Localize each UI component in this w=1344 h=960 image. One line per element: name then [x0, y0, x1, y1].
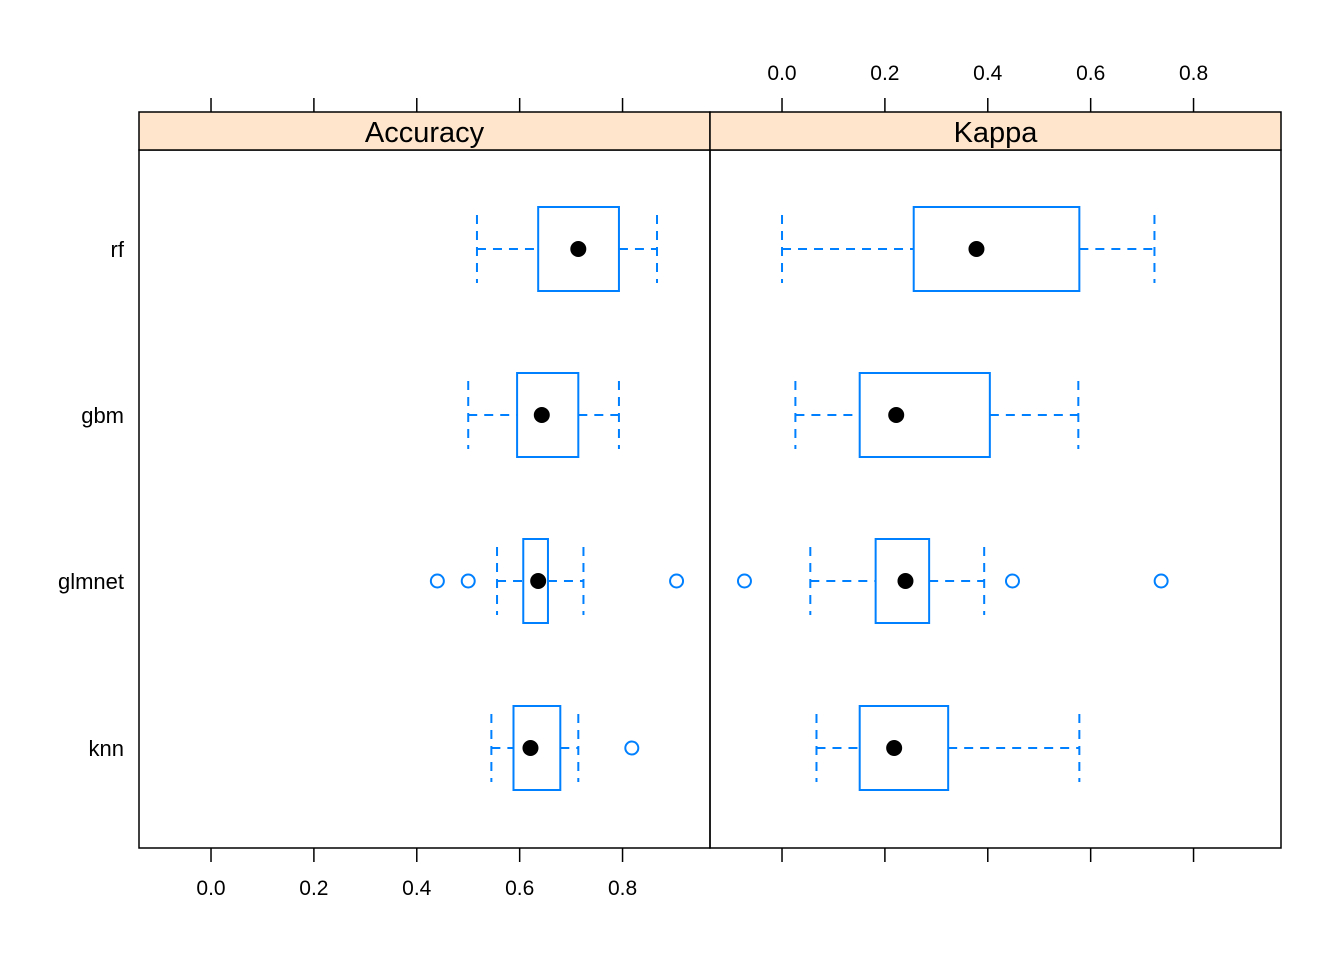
category-label: rf	[111, 237, 125, 262]
panel-frames	[138, 149, 1282, 849]
outlier-point	[429, 573, 445, 589]
tick-label: 0.2	[870, 62, 899, 85]
tick-label: 0.8	[1179, 62, 1208, 85]
tick-label: 0.0	[196, 877, 225, 900]
iqr-box	[858, 705, 950, 791]
box-gbm-kappa	[794, 372, 1080, 458]
median-dot	[570, 241, 587, 257]
box-glmnet-kappa	[736, 538, 1169, 624]
outlier-point	[1004, 573, 1020, 589]
box-marks	[429, 206, 1169, 791]
median-dot	[968, 241, 985, 257]
axes: 0.0 0.2 0.4 0.6 0.8 0.0 0.2 0.4 0.6 0.8	[196, 62, 1208, 900]
tick-label: 0.2	[299, 877, 328, 900]
category-labels: rf gbm glmnet knn	[58, 237, 125, 761]
box-knn-accuracy	[490, 705, 640, 791]
outlier-point	[624, 740, 640, 756]
tick-label: 0.0	[767, 62, 796, 85]
category-label: gbm	[81, 403, 124, 428]
iqr-box	[537, 206, 620, 292]
iqr-box	[858, 372, 991, 458]
tick-label: 0.4	[973, 62, 1003, 85]
tick-label: 0.4	[402, 877, 432, 900]
tick-label: 0.6	[505, 877, 534, 900]
outlier-point	[669, 573, 685, 589]
median-dot	[897, 573, 914, 589]
tick-label: 0.8	[608, 877, 637, 900]
box-rf-accuracy	[475, 206, 659, 292]
median-dot	[522, 740, 539, 756]
median-dot	[533, 407, 550, 423]
outlier-point	[1153, 573, 1169, 589]
iqr-box	[912, 206, 1081, 292]
iqr-box	[522, 538, 549, 624]
panel-frame	[709, 149, 1282, 849]
tick-label: 0.6	[1076, 62, 1105, 85]
category-label: knn	[89, 736, 124, 761]
median-dot	[888, 407, 905, 423]
iqr-box	[516, 372, 580, 458]
panel-strip	[709, 111, 1282, 151]
box-knn-kappa	[815, 705, 1081, 791]
outlier-point	[736, 573, 752, 589]
box-gbm-accuracy	[467, 372, 620, 458]
median-dot	[530, 573, 547, 589]
outlier-point	[460, 573, 476, 589]
panel-strip-label: Kappa	[954, 117, 1039, 149]
panel-strip-label: Accuracy	[365, 117, 485, 149]
panel-strip	[138, 111, 711, 151]
box-rf-kappa	[781, 206, 1156, 292]
category-label: glmnet	[58, 569, 124, 594]
box-glmnet-accuracy	[429, 538, 685, 624]
panel-frame	[138, 149, 711, 849]
iqr-box	[512, 705, 562, 791]
iqr-box	[874, 538, 931, 624]
panel-strips: Accuracy Kappa	[138, 111, 1282, 151]
median-dot	[886, 740, 903, 756]
